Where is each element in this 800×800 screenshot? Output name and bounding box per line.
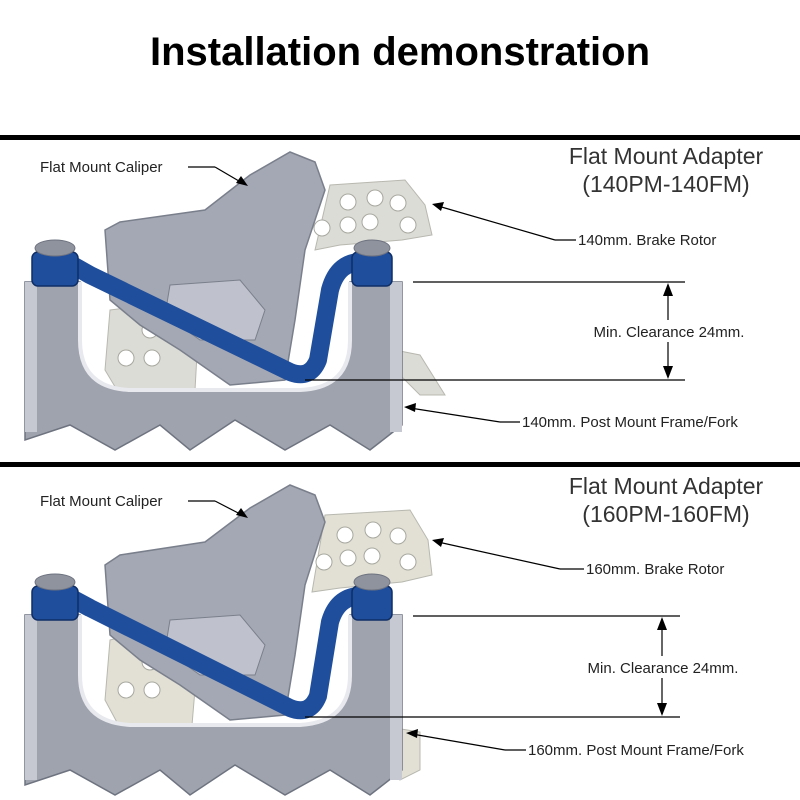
frame-label: 160mm. Post Mount Frame/Fork bbox=[528, 742, 744, 759]
frame-label: 140mm. Post Mount Frame/Fork bbox=[522, 414, 738, 431]
flat-mount-adapter bbox=[31, 573, 393, 720]
caliper-label: Flat Mount Caliper bbox=[40, 159, 163, 176]
caliper-arrow bbox=[236, 176, 248, 186]
clearance-label: Min. Clearance 24mm. bbox=[594, 324, 745, 341]
rotor-leader bbox=[437, 541, 561, 570]
frame-arrow bbox=[406, 729, 418, 738]
rotor-arrow bbox=[432, 202, 444, 211]
adapter-heading: Flat Mount Adapter bbox=[569, 473, 764, 499]
rotor-leader bbox=[437, 205, 556, 241]
flat-mount-caliper bbox=[104, 151, 326, 386]
diagram-140: Flat Mount Adapter (140PM-140FM) Flat Mo… bbox=[24, 143, 768, 451]
divider-top bbox=[0, 135, 800, 140]
panel-160: Flat Mount Adapter (160PM-160FM) Flat Mo… bbox=[0, 470, 800, 796]
diagram-160: Flat Mount Adapter (160PM-160FM) Flat Mo… bbox=[24, 473, 764, 796]
frame-arrow bbox=[404, 403, 416, 412]
rotor-label: 140mm. Brake Rotor bbox=[578, 232, 716, 249]
frame-leader bbox=[409, 407, 501, 423]
adapter-heading: Flat Mount Adapter bbox=[569, 143, 764, 169]
post-mount-frame bbox=[24, 281, 403, 451]
panel-140: Flat Mount Adapter (140PM-140FM) Flat Mo… bbox=[0, 140, 800, 460]
adapter-model: (140PM-140FM) bbox=[582, 171, 749, 197]
post-mount-frame bbox=[24, 614, 403, 796]
flat-mount-adapter bbox=[31, 239, 393, 384]
rotor-label: 160mm. Brake Rotor bbox=[586, 561, 724, 578]
rotor-arrow bbox=[432, 538, 444, 547]
caliper-label: Flat Mount Caliper bbox=[40, 493, 163, 510]
adapter-model: (160PM-160FM) bbox=[582, 501, 749, 527]
divider-middle bbox=[0, 462, 800, 467]
caliper-arrow bbox=[236, 508, 248, 518]
clearance-label: Min. Clearance 24mm. bbox=[588, 660, 739, 677]
page-title: Installation demonstration bbox=[149, 30, 651, 74]
frame-leader bbox=[411, 733, 506, 751]
